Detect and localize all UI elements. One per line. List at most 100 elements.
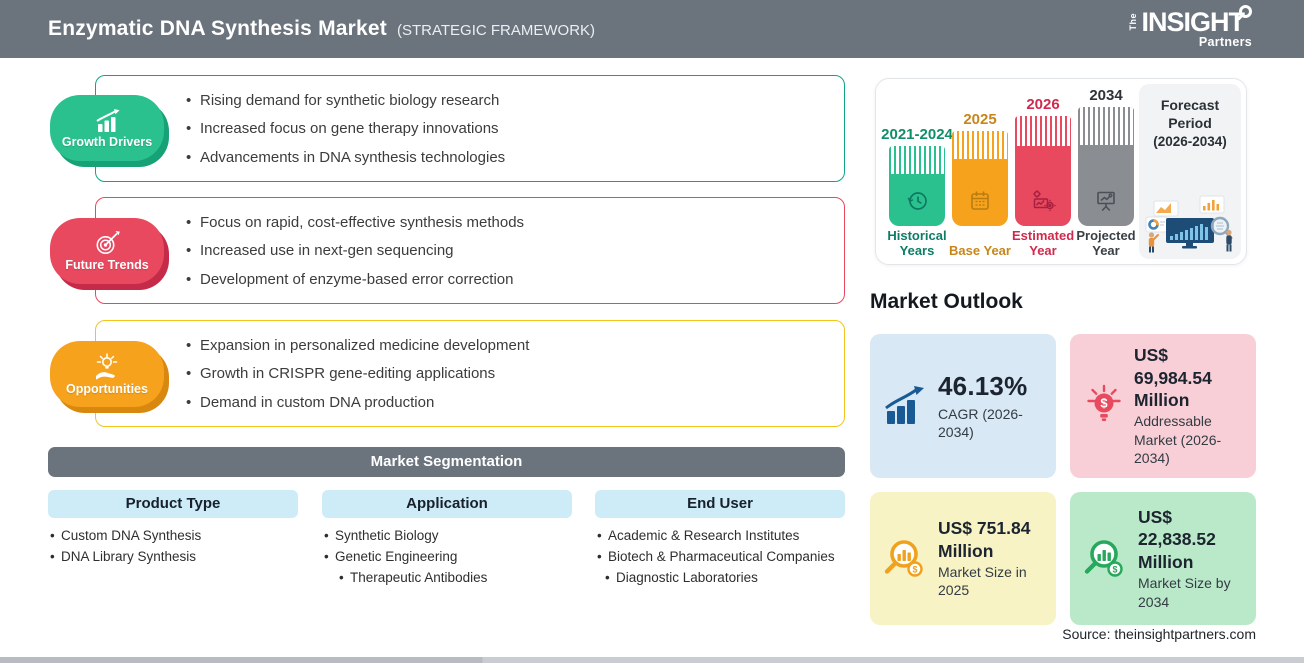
svg-text:$: $ xyxy=(1112,564,1117,574)
timeline-caption: Projected Year xyxy=(1076,228,1136,259)
timeline-caption: Historical Years xyxy=(887,228,947,259)
market-size-2025-desc: Market Size in 2025 xyxy=(938,563,1027,599)
list-item: Synthetic Biology xyxy=(324,525,579,546)
magnifier-chart-green-icon: $ xyxy=(1083,537,1129,581)
growth-drivers-list: Rising demand for synthetic biology rese… xyxy=(96,76,844,181)
growth-bars-arrow-icon xyxy=(883,386,929,426)
future-trends-panel: Focus on rapid, cost-effective synthesis… xyxy=(95,197,845,304)
future-trends-list: Focus on rapid, cost-effective synthesis… xyxy=(96,198,844,303)
badge-label: Future Trends xyxy=(65,258,149,272)
history-clock-icon xyxy=(904,188,930,214)
timeline-year: 2026 xyxy=(1026,96,1060,113)
timeline-bar-projected xyxy=(1078,107,1134,226)
product-type-list: Custom DNA Synthesis DNA Library Synthes… xyxy=(50,525,305,567)
bar-chart-growth-icon xyxy=(93,108,121,134)
hand-lightbulb-icon xyxy=(92,352,122,381)
list-item: Academic & Research Institutes xyxy=(597,525,852,546)
list-item: Increased focus on gene therapy innovati… xyxy=(186,120,834,137)
list-item: Biotech & Pharmaceutical Companies xyxy=(597,546,852,567)
timeline-year: 2021-2024 xyxy=(881,126,953,143)
list-item: Growth in CRISPR gene-editing applicatio… xyxy=(186,365,834,382)
badge-label: Growth Drivers xyxy=(61,134,153,149)
timeline-card: 2021-2024 2025 xyxy=(875,78,1247,265)
forecast-range: (2026-2034) xyxy=(1153,134,1227,149)
card-text: US$ 69,984.54 Million Addressable Market… xyxy=(1134,344,1240,468)
timeline-bar-base xyxy=(952,131,1008,226)
timeline-year: 2025 xyxy=(963,111,997,128)
opportunities-list: Expansion in personalized medicine devel… xyxy=(96,321,844,426)
bar-stripes xyxy=(1015,116,1071,146)
gear-analysis-icon xyxy=(1030,188,1056,214)
svg-text:$: $ xyxy=(912,564,917,574)
list-item: Diagnostic Laboratories xyxy=(605,567,852,588)
list-item: Demand in custom DNA production xyxy=(186,394,834,411)
page-subtitle: (STRATEGIC FRAMEWORK) xyxy=(397,22,596,39)
logo-insight-text: INSIGHT xyxy=(1141,7,1245,37)
market-size-2025-card: $ US$ 751.84 Million Market Size in 2025 xyxy=(870,492,1056,625)
title-wrap: Enzymatic DNA Synthesis Market (STRATEGI… xyxy=(48,17,595,41)
cagr-card: 46.13% CAGR (2026-2034) xyxy=(870,334,1056,478)
bar-stripes xyxy=(1078,107,1134,145)
timeline-caption: Base Year xyxy=(949,243,1011,259)
list-item: Development of enzyme-based error correc… xyxy=(186,271,834,288)
logo-partners-text: Partners xyxy=(1198,35,1252,49)
list-item: Therapeutic Antibodies xyxy=(339,567,579,588)
future-trends-badge: Future Trends xyxy=(50,218,164,284)
segment-header-application: Application xyxy=(322,490,572,518)
card-text: US$ 751.84 Million Market Size in 2025 xyxy=(938,517,1044,600)
growth-drivers-badge: Growth Drivers xyxy=(50,95,164,161)
list-item: Custom DNA Synthesis xyxy=(50,525,305,546)
timeline-bar-estimated xyxy=(1015,116,1071,226)
forecast-period-panel: Forecast Period (2026-2034) xyxy=(1139,84,1241,259)
magnifier-chart-orange-icon: $ xyxy=(883,537,929,581)
timeline-bar-historical xyxy=(889,146,945,226)
timeline-col-estimated: 2026 xyxy=(1014,87,1072,226)
page-title: Enzymatic DNA Synthesis Market xyxy=(48,17,387,40)
market-segmentation-header: Market Segmentation xyxy=(48,447,845,477)
timeline-caption: Estimated Year xyxy=(1012,228,1075,259)
timeline-col-historical: 2021-2024 xyxy=(881,87,953,226)
end-user-list: Academic & Research Institutes Biotech &… xyxy=(597,525,852,588)
svg-text:$: $ xyxy=(1100,396,1108,411)
market-size-2034-card: $ US$ 22,838.52 Million Market Size by 2… xyxy=(1070,492,1256,625)
cagr-value: 46.13% xyxy=(938,371,1028,402)
market-size-2034-desc: Market Size by 2034 xyxy=(1138,575,1231,610)
segment-header-product-type: Product Type xyxy=(48,490,298,518)
card-text: US$ 22,838.52 Million Market Size by 203… xyxy=(1138,506,1244,611)
list-item: Focus on rapid, cost-effective synthesis… xyxy=(186,214,834,231)
logo-main: INSIGHT Partners xyxy=(1141,5,1252,49)
target-dart-icon xyxy=(93,230,121,257)
logo-the-text: The xyxy=(1128,13,1139,31)
segment-header-end-user: End User xyxy=(595,490,845,518)
cagr-desc: CAGR (2026-2034) xyxy=(938,405,1023,441)
analytics-illustration xyxy=(1144,194,1236,254)
lightbulb-dollar-icon: $ xyxy=(1083,384,1125,428)
list-item: Rising demand for synthetic biology rese… xyxy=(186,92,834,109)
opportunities-badge: Opportunities xyxy=(50,341,164,407)
list-item: Genetic Engineering xyxy=(324,546,579,567)
forecast-title: Forecast Period xyxy=(1160,97,1220,131)
addressable-market-value: US$ 69,984.54 Million xyxy=(1134,345,1212,410)
source-attribution: Source: theinsightpartners.com xyxy=(1062,626,1256,642)
list-item: Increased use in next-gen sequencing xyxy=(186,242,834,259)
market-size-2034-value: US$ 22,838.52 Million xyxy=(1138,506,1216,572)
bottom-edge-strip xyxy=(0,657,1304,663)
list-item: Advancements in DNA synthesis technologi… xyxy=(186,149,834,166)
list-item: Expansion in personalized medicine devel… xyxy=(186,337,834,354)
card-text: 46.13% CAGR (2026-2034) xyxy=(938,370,1044,441)
insight-partners-logo: The INSIGHT Partners xyxy=(1128,5,1252,49)
magnifier-icon xyxy=(1239,5,1252,18)
addressable-market-desc: Addressable Market (2026-2034) xyxy=(1134,413,1222,467)
projection-screen-icon xyxy=(1093,188,1119,214)
opportunities-panel: Expansion in personalized medicine devel… xyxy=(95,320,845,427)
bar-stripes xyxy=(952,131,1008,159)
market-outlook-title: Market Outlook xyxy=(870,290,1023,313)
addressable-market-card: $ US$ 69,984.54 Million Addressable Mark… xyxy=(1070,334,1256,478)
growth-drivers-panel: Rising demand for synthetic biology rese… xyxy=(95,75,845,182)
timeline-col-base: 2025 xyxy=(951,87,1009,226)
calendar-icon xyxy=(967,188,993,214)
list-item: DNA Library Synthesis xyxy=(50,546,305,567)
timeline-year: 2034 xyxy=(1089,87,1123,104)
badge-label: Opportunities xyxy=(66,381,148,396)
